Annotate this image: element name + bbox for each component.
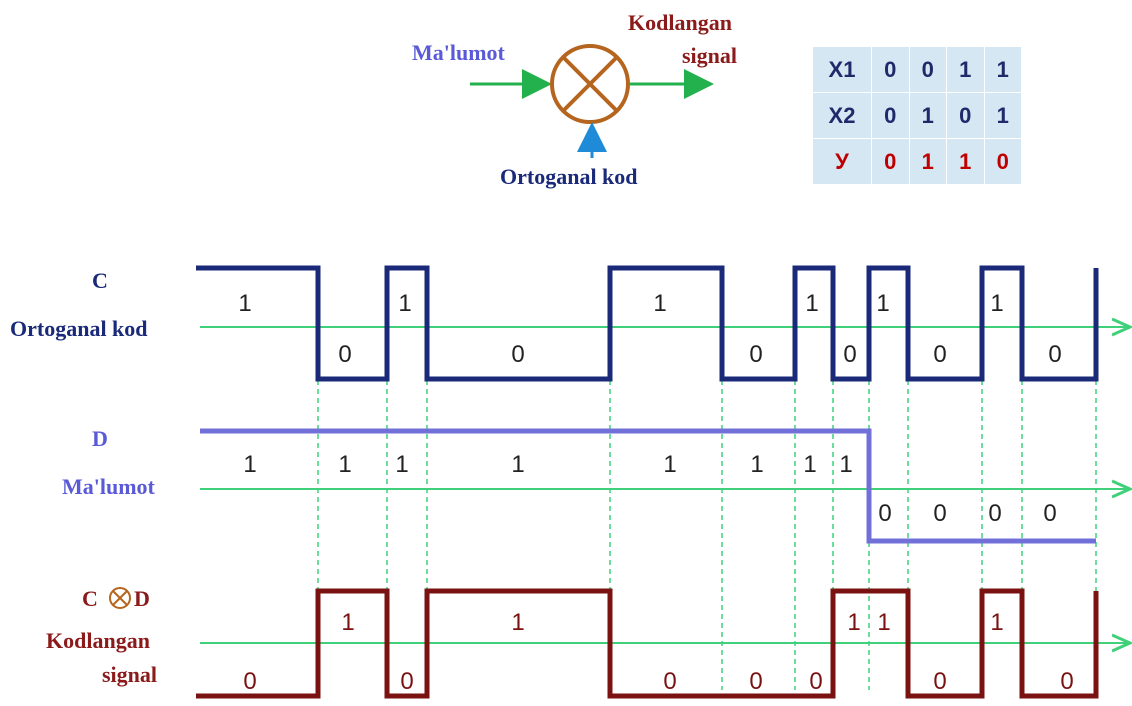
c-digit: 0: [749, 341, 762, 368]
truth-table-cell: 0: [908, 46, 947, 93]
truth-table-cell: 1: [983, 46, 1022, 93]
d-digit: 0: [988, 500, 1001, 527]
d-digit: 1: [750, 451, 763, 478]
d-title: D: [92, 426, 108, 451]
c-digit: 1: [653, 290, 666, 317]
c-digit: 0: [843, 341, 856, 368]
cd-digit: 0: [400, 668, 413, 695]
truth-table-cell: 1: [946, 138, 985, 185]
d-digit: 0: [878, 500, 891, 527]
d-digit: 1: [511, 451, 524, 478]
c-digit: 0: [933, 341, 946, 368]
d-digit: 0: [933, 500, 946, 527]
cd-digit: 1: [847, 609, 860, 636]
cd-digit: 0: [809, 668, 822, 695]
c-subtitle: Ortoganal kod: [10, 316, 148, 341]
c-digit: 1: [238, 290, 251, 317]
mixer-cross-b: [561, 55, 619, 113]
c-digit: 1: [876, 290, 889, 317]
truth-table-cell: 0: [871, 138, 910, 185]
c-title: C: [92, 268, 108, 293]
d-digit: 1: [663, 451, 676, 478]
cd-digit: 1: [877, 609, 890, 636]
d-digit: 1: [395, 451, 408, 478]
d-subtitle: Ma'lumot: [62, 474, 156, 499]
cd-digit: 1: [511, 609, 524, 636]
c-digit: 0: [338, 341, 351, 368]
mixer-output-label-line2: signal: [682, 43, 737, 68]
cd-digit: 1: [990, 609, 1003, 636]
cd-subtitle-line1: Kodlangan: [46, 628, 150, 653]
d-digit: 0: [1043, 500, 1056, 527]
waveform-orthogonal-code: [196, 265, 1099, 382]
guide-lines: [317, 380, 1097, 690]
truth-table-row-label: X2: [812, 92, 872, 139]
c-digit: 1: [990, 290, 1003, 317]
truth-table-cell: 1: [983, 92, 1022, 139]
truth-table-row-label: У: [812, 138, 872, 185]
cd-title-left: C: [82, 586, 98, 611]
d-digit: 1: [803, 451, 816, 478]
truth-table-row-label: X1: [812, 46, 872, 93]
truth-table-cell: 1: [908, 92, 947, 139]
mixer-output-label-line1: Kodlangan: [628, 10, 732, 35]
cd-digit: 0: [243, 668, 256, 695]
mixer-code-label: Ortoganal kod: [500, 164, 638, 189]
d-digit: 1: [839, 451, 852, 478]
cd-digit: 0: [663, 668, 676, 695]
truth-table-cell: 0: [983, 138, 1022, 185]
cd-mixer-icon: [109, 587, 131, 609]
cd-digit: 0: [933, 668, 946, 695]
waveform-data: [200, 428, 1096, 544]
cd-digit: 0: [1060, 668, 1073, 695]
truth-table-cell: 0: [946, 92, 985, 139]
c-digit: 0: [511, 341, 524, 368]
truth-table-cell: 0: [871, 46, 910, 93]
cd-digit: 0: [749, 668, 762, 695]
truth-table-cell: 1: [946, 46, 985, 93]
d-digit: 1: [243, 451, 256, 478]
cd-subtitle-line2: signal: [102, 662, 157, 687]
mixer-block: Ma'lumot Kodlangan signal Ortoganal kod: [412, 10, 737, 189]
mixer-input-label: Ma'lumot: [412, 40, 506, 65]
c-digit: 1: [398, 290, 411, 317]
truth-table-cell: 0: [871, 92, 910, 139]
cd-digit: 1: [341, 609, 354, 636]
c-digit: 0: [1048, 341, 1061, 368]
cd-title-right: D: [134, 586, 150, 611]
truth-table-cell: 1: [908, 138, 947, 185]
c-digit: 1: [805, 290, 818, 317]
d-digit: 1: [338, 451, 351, 478]
waveform-coded-signal: [196, 588, 1099, 699]
